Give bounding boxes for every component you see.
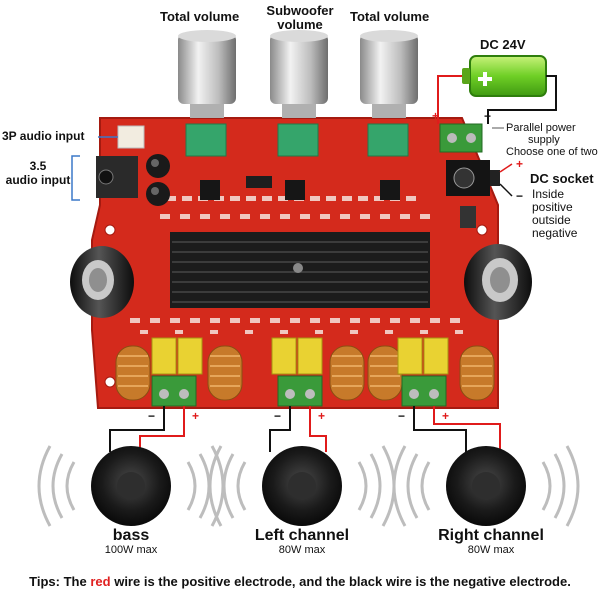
polarity-plus-left: + <box>318 409 325 423</box>
polarity-minus-socket: − <box>516 189 523 203</box>
speaker-wires <box>109 406 501 452</box>
polarity-plus-right: + <box>442 409 449 423</box>
tips-prefix: Tips: The <box>29 574 87 589</box>
speaker-right-channel <box>392 445 580 527</box>
tips-line: Tips: The red wire is the positive elect… <box>0 574 600 589</box>
dc-socket <box>446 160 500 196</box>
label-parallel-supply: supply <box>528 134 560 146</box>
input-capacitors <box>146 154 170 206</box>
label-speaker-bass: bass <box>112 527 150 544</box>
polarity-minus-right: − <box>398 409 405 423</box>
knob-subwoofer-volume <box>270 30 328 157</box>
label-socket-inside: Inside <box>532 187 565 201</box>
label-bass-power: 100W max <box>104 544 158 556</box>
label-jack-3-5: 3.5 <box>29 159 47 173</box>
filter-capacitor-left <box>70 246 134 318</box>
label-subwoofer-volume: Subwoofer volume <box>266 3 334 33</box>
label-socket-negative: negative <box>532 226 578 240</box>
polarity-minus-power: − <box>484 109 491 123</box>
label-speaker-right: Right channel <box>438 527 544 544</box>
power-terminal <box>439 123 483 153</box>
label-dc-socket: DC socket <box>530 171 594 186</box>
label-jack-audio-input: audio input <box>5 173 71 187</box>
speaker-bass <box>37 445 225 527</box>
tips-red-word: red <box>90 574 111 589</box>
label-right-power: 80W max <box>467 544 515 556</box>
label-socket-positive: positive <box>532 200 573 214</box>
speaker-left-channel <box>208 445 396 527</box>
polarity-minus-bass: − <box>148 409 155 423</box>
polarity-plus-socket: + <box>516 157 523 171</box>
tips-suffix: wire is the positive electrode, and the … <box>114 574 571 589</box>
polarity-minus-left: − <box>274 409 281 423</box>
knob-total-volume-left <box>178 30 236 157</box>
battery-icon <box>462 55 547 97</box>
3p-audio-connector <box>98 125 145 149</box>
label-left-power: 80W max <box>278 544 326 556</box>
jack-3-5mm <box>71 155 138 201</box>
filter-capacitor-right <box>464 244 532 320</box>
label-choose-one: Choose one of two <box>506 146 598 158</box>
label-dc-24v: DC 24V <box>480 37 526 52</box>
output-section <box>115 337 495 407</box>
label-3p-audio-input: 3P audio input <box>2 129 85 143</box>
label-speaker-left: Left channel <box>254 527 350 544</box>
label-parallel-power: Parallel power <box>506 122 576 134</box>
polarity-plus-bass: + <box>192 409 199 423</box>
heatsink <box>170 232 430 308</box>
label-socket-outside: outside <box>532 213 571 227</box>
label-total-volume-left: Total volume <box>160 9 240 24</box>
polarity-plus-power: + <box>432 109 439 123</box>
label-total-volume-right: Total volume <box>350 9 430 24</box>
knob-total-volume-right <box>360 30 418 157</box>
